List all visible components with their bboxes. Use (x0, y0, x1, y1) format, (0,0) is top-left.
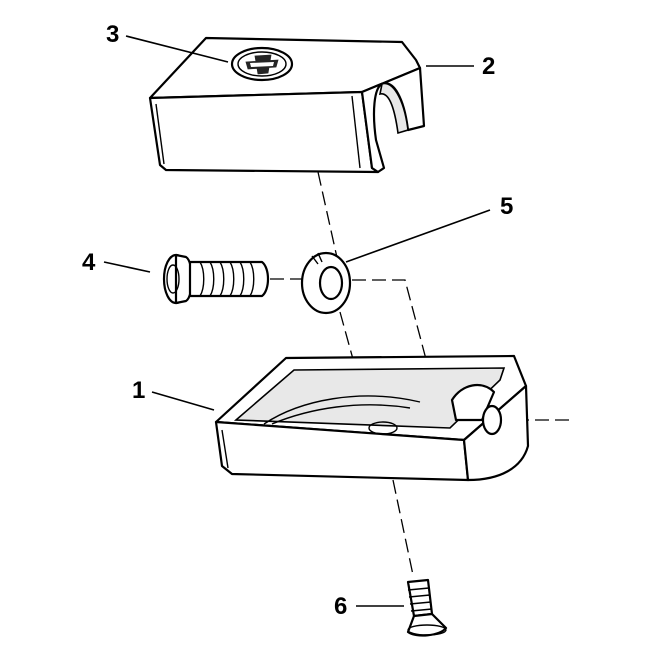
cover-notch-inner (378, 82, 409, 135)
flat-head-screw (406, 578, 448, 637)
callout-2: 2 (482, 53, 495, 80)
bracket-through-hole (481, 404, 503, 436)
callout-4: 4 (82, 249, 96, 276)
button-head-screw (162, 253, 270, 305)
callout-leaders (103, 35, 491, 607)
cover-clamp (148, 36, 426, 174)
bracket-front-face (214, 420, 470, 482)
callout-3: 3 (106, 21, 119, 48)
callout-5: 5 (500, 193, 513, 220)
lock-washer (300, 251, 352, 315)
callout-6: 6 (334, 593, 347, 620)
cover-front-face (148, 90, 380, 174)
logo-medallion (230, 46, 294, 82)
base-bracket (214, 354, 530, 482)
callout-1: 1 (132, 377, 145, 404)
